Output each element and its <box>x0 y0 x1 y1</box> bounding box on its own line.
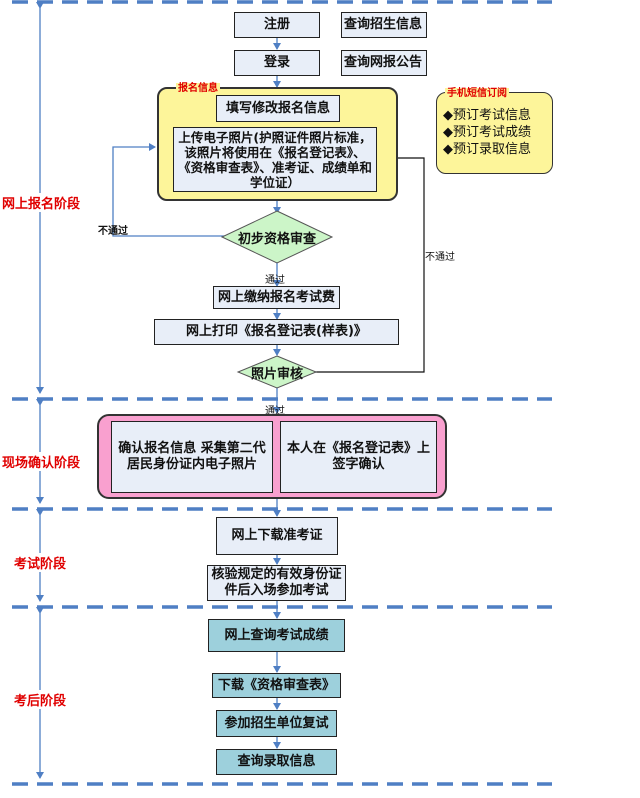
sms-item-exam-score: ◆预订考试成绩 <box>443 125 531 140</box>
upload-photo-step: 上传电子照片(护照证件照片标准，该照片将使用在《报名登记表》、《资格审查表》、准… <box>173 127 377 192</box>
register-step: 注册 <box>234 12 320 38</box>
fill-registration-info-step: 填写修改报名信息 <box>216 95 340 122</box>
pass-label-1: 通过 <box>265 275 285 286</box>
login-step: 登录 <box>234 50 320 76</box>
sms-item-exam-info: ◆预订考试信息 <box>443 108 531 123</box>
verify-id-step: 核验规定的有效身份证件后入场参加考试 <box>207 565 346 601</box>
sms-subscription-group: ◆预订考试信息 ◆预订考试成绩 ◆预订录取信息 <box>436 92 553 174</box>
download-ticket-step: 网上下载准考证 <box>216 517 338 555</box>
pay-fee-step: 网上缴纳报名考试费 <box>213 286 340 309</box>
query-admissions-info: 查询招生信息 <box>341 12 427 38</box>
registration-info-tag: 报名信息 <box>176 83 220 95</box>
fail-right-loop <box>312 154 425 373</box>
download-review-form-step: 下载《资格审查表》 <box>212 673 341 698</box>
fail-left-loop <box>112 143 225 237</box>
fail-left-label: 不通过 <box>98 226 128 237</box>
confirm-info-step: 确认报名信息 采集第二代居民身份证内电子照片 <box>111 421 273 493</box>
stage-dividers <box>12 0 552 786</box>
stage-label-online-registration: 网上报名阶段 <box>2 193 81 212</box>
fail-right-label: 不通过 <box>425 252 455 263</box>
initial-review-label: 初步资格审查 <box>237 231 316 247</box>
photo-review-diamond <box>236 355 318 389</box>
stage-label-exam: 考试阶段 <box>14 553 67 572</box>
photo-review-label: 照片审核 <box>250 366 303 382</box>
sms-item-admission-info: ◆预订录取信息 <box>443 142 531 157</box>
query-score-step: 网上查询考试成绩 <box>208 619 345 652</box>
initial-review-diamond <box>220 210 334 264</box>
query-admission-result-step: 查询录取信息 <box>216 749 337 775</box>
retest-step: 参加招生单位复试 <box>216 710 337 737</box>
query-announcement: 查询网报公告 <box>341 50 427 76</box>
print-form-step: 网上打印《报名登记表(样表)》 <box>154 319 399 345</box>
sms-subscription-tag: 手机短信订阅 <box>445 88 509 100</box>
pass-label-2: 通过 <box>265 406 285 417</box>
sign-form-step: 本人在《报名登记表》上签字确认 <box>280 421 437 493</box>
stage-label-post-exam: 考后阶段 <box>14 690 67 709</box>
stage-label-onsite-confirmation: 现场确认阶段 <box>2 452 81 471</box>
